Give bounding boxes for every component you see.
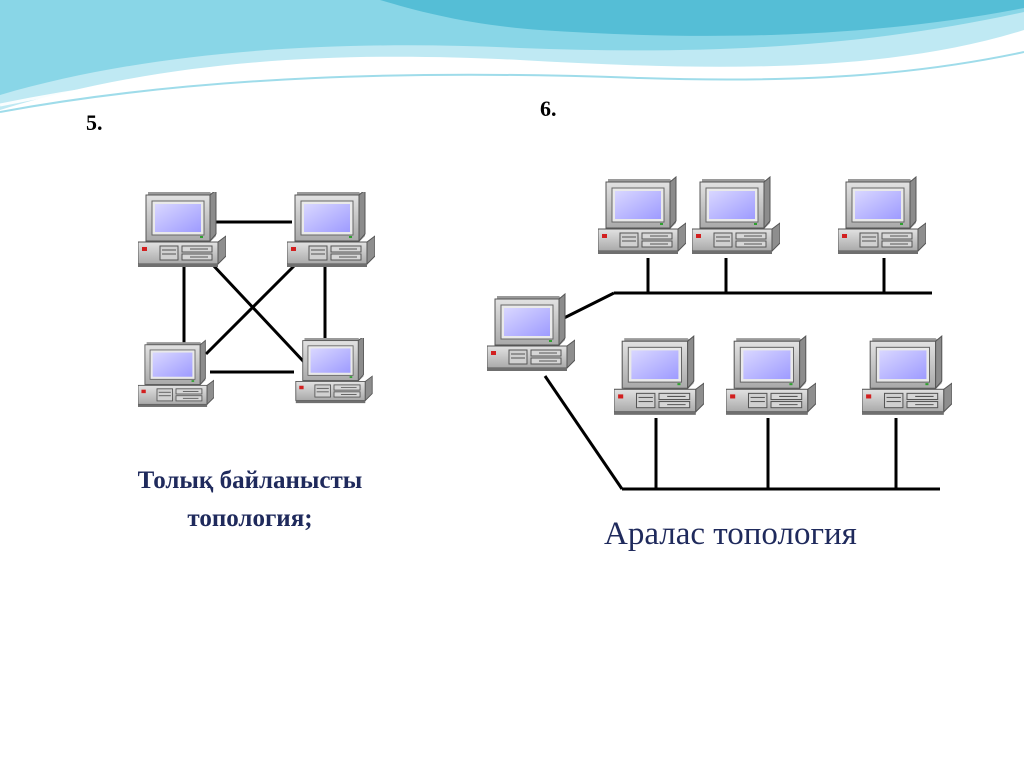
link-diagonal-2 bbox=[204, 262, 298, 356]
desktop-computer-icon bbox=[862, 335, 952, 416]
section-6-number: 6. bbox=[540, 96, 557, 121]
mesh-topology-caption: Толық байланысты топология; bbox=[100, 462, 400, 538]
mixed-topology-caption: Аралас топология bbox=[604, 516, 857, 552]
desktop-computer-icon bbox=[138, 339, 214, 408]
desktop-computer-icon bbox=[614, 335, 704, 416]
mixed-connections bbox=[543, 258, 940, 491]
desktop-computer-icon bbox=[726, 335, 816, 416]
desktop-computer-icon bbox=[598, 176, 686, 255]
mesh-connections bbox=[182, 220, 327, 374]
link-diagonal-1 bbox=[210, 262, 306, 364]
desktop-computer-icon bbox=[838, 176, 926, 255]
mesh-topology-diagram bbox=[138, 192, 375, 408]
desktop-computer-icon bbox=[487, 293, 575, 372]
lower-branch bbox=[543, 375, 624, 490]
mixed-topology-diagram bbox=[487, 176, 952, 491]
caption-line-1: Толық байланысты bbox=[137, 467, 363, 494]
desktop-computer-icon bbox=[295, 338, 373, 404]
header-wave-decoration bbox=[0, 0, 1024, 113]
desktop-computer-icon bbox=[138, 192, 226, 268]
upper-branch bbox=[563, 291, 615, 320]
section-5-number: 5. bbox=[86, 110, 103, 135]
desktop-computer-icon bbox=[287, 192, 375, 268]
caption-line-2: топология; bbox=[187, 505, 313, 532]
desktop-computer-icon bbox=[692, 176, 780, 255]
